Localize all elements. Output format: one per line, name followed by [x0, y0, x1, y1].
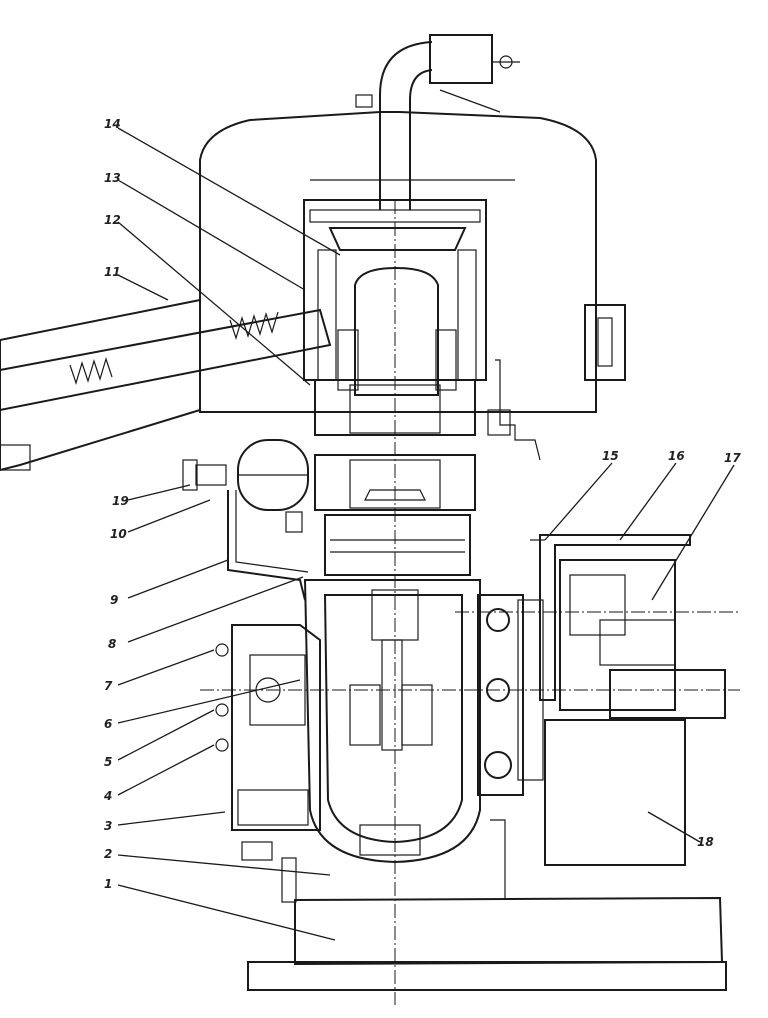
- callout-labels: 14 13 12 11 19 10 9 8 7 6 5 4 3 2 1 15 1…: [103, 117, 741, 891]
- callout-19: 19: [112, 494, 129, 508]
- drive-shaft-block: [477, 594, 544, 796]
- oil-tank: [182, 439, 309, 533]
- callout-12: 12: [104, 213, 121, 227]
- base: [241, 819, 727, 991]
- callout-8: 8: [108, 637, 116, 651]
- callout-18: 18: [697, 835, 714, 849]
- callout-6: 6: [104, 717, 112, 731]
- exhaust-pipe: [0, 298, 332, 472]
- callout-4: 4: [103, 789, 112, 803]
- callout-9: 9: [110, 593, 118, 607]
- callout-2: 2: [104, 847, 112, 861]
- callout-15: 15: [602, 449, 619, 463]
- callout-16: 16: [668, 449, 685, 463]
- transmission-housing: [530, 534, 726, 866]
- callout-14: 14: [104, 117, 121, 131]
- callout-13: 13: [104, 171, 121, 185]
- callout-3: 3: [104, 819, 112, 833]
- callout-5: 5: [104, 755, 112, 769]
- callout-7: 7: [104, 679, 113, 693]
- crankcase: [303, 579, 481, 864]
- oil-pipe: [227, 490, 309, 601]
- callout-10: 10: [110, 527, 127, 541]
- callout-11: 11: [104, 265, 121, 279]
- cylinder-head: [317, 227, 477, 396]
- insulated-housing: [199, 111, 597, 413]
- leader-lines: [117, 127, 735, 941]
- inlet-pipe: [355, 34, 520, 210]
- callout-17: 17: [724, 451, 741, 465]
- callout-1: 1: [104, 877, 112, 891]
- left-gear-cover: [215, 624, 321, 831]
- right-fittings: [487, 304, 626, 461]
